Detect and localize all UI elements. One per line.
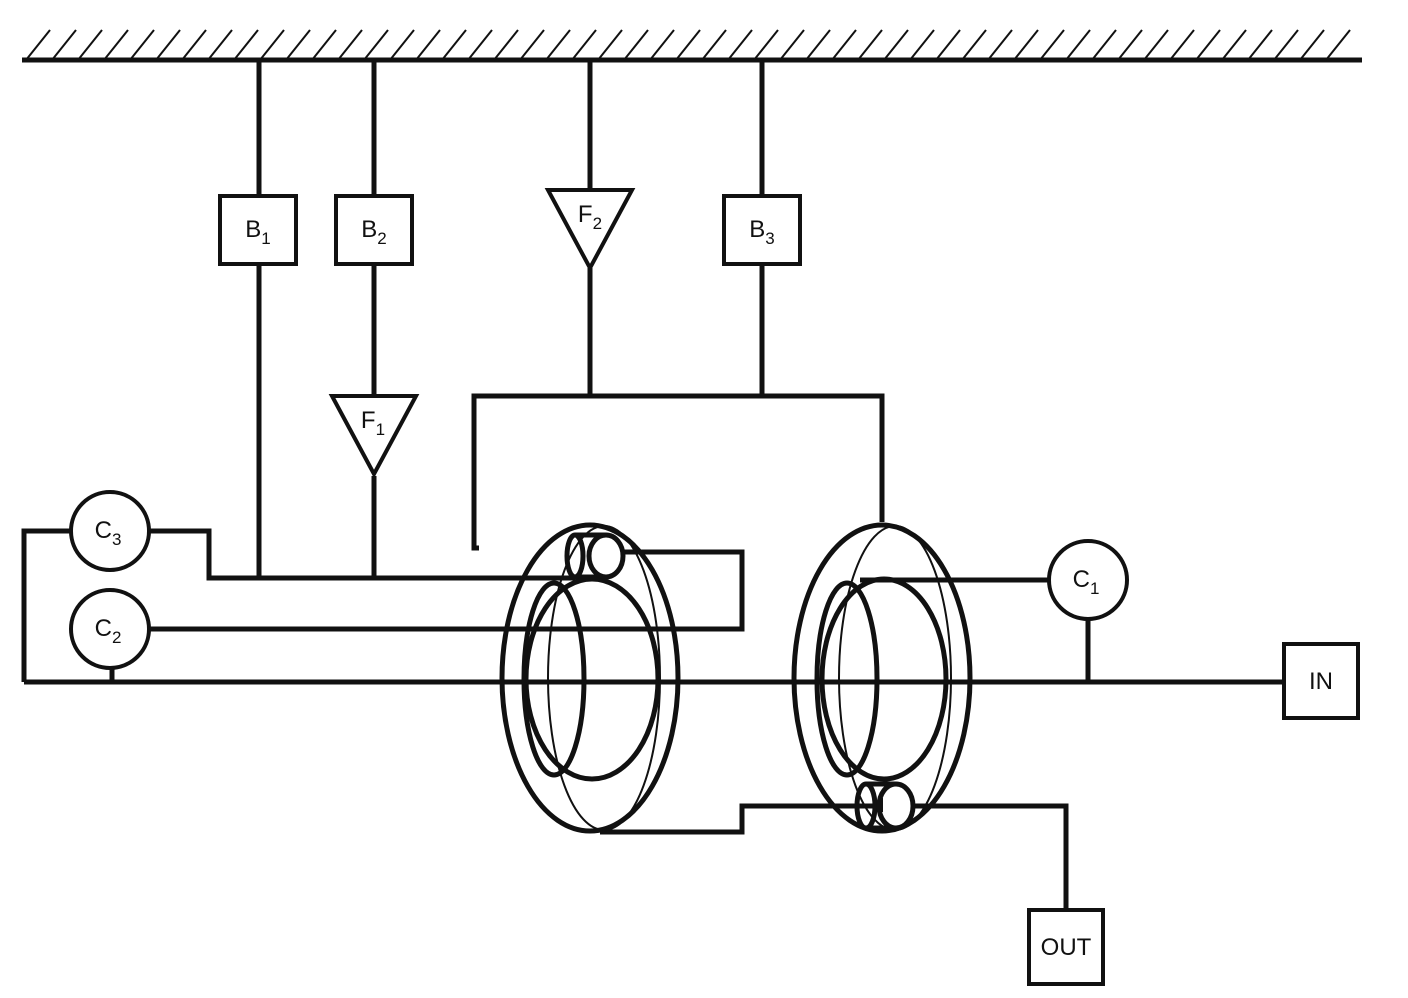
one-way-clutch-f1: F1: [328, 394, 420, 479]
planetary-gearset-front: [499, 522, 681, 834]
hatch-line: [1299, 29, 1325, 61]
hatch-line: [1195, 29, 1221, 61]
svg-text:B1: B1: [245, 216, 270, 248]
hatch-line: [51, 29, 77, 61]
hatch-line: [337, 29, 363, 61]
hatch-line: [181, 29, 207, 61]
ground-links: [256, 60, 765, 578]
hatch-line: [1221, 29, 1247, 61]
hatch-line: [623, 29, 649, 61]
ground: [22, 29, 1362, 63]
brake-b3: B3: [722, 194, 802, 266]
hatch-line: [1013, 29, 1039, 61]
hatch-line: [441, 29, 467, 61]
hatch-line: [753, 29, 779, 61]
hatch-line: [675, 29, 701, 61]
hatch-line: [987, 29, 1013, 61]
hatch-line: [207, 29, 233, 61]
hatch-line: [883, 29, 909, 61]
input-box: IN: [1282, 642, 1360, 720]
hatch-line: [909, 29, 935, 61]
svg-text:F2: F2: [578, 201, 602, 233]
hatch-line: [649, 29, 675, 61]
hatch-line: [77, 29, 103, 61]
hatch-line: [961, 29, 987, 61]
hatch-line: [155, 29, 181, 61]
brake-b1: B1: [218, 194, 298, 266]
hatch-line: [1039, 29, 1065, 61]
clutch-c1: C1: [1047, 539, 1129, 621]
shaft-c2: [150, 549, 745, 632]
shaft-c3: [21, 528, 575, 682]
output-box: OUT: [1027, 908, 1105, 986]
hatch-line: [805, 29, 831, 61]
hatch-line: [571, 29, 597, 61]
hatch-line: [233, 29, 259, 61]
output-label: OUT: [1041, 934, 1092, 961]
hatch-line: [857, 29, 883, 61]
input-label: IN: [1309, 668, 1333, 695]
svg-text:C3: C3: [95, 517, 122, 549]
svg-text:B3: B3: [749, 216, 774, 248]
hatch-line: [1169, 29, 1195, 61]
hatch-line: [415, 29, 441, 61]
planetary-gearset-rear: [791, 522, 973, 834]
hatch-line: [831, 29, 857, 61]
planet-gear-front: [564, 532, 626, 580]
clutch-c2: C2: [69, 588, 151, 670]
hatch-line: [1091, 29, 1117, 61]
hatch-line: [1065, 29, 1091, 61]
clutch-c3: C3: [69, 490, 151, 572]
hatch-line: [1143, 29, 1169, 61]
carrier-frame: [471, 393, 885, 551]
hatch-line: [545, 29, 571, 61]
svg-text:B2: B2: [361, 216, 386, 248]
hatch-line: [129, 29, 155, 61]
hatch-line: [779, 29, 805, 61]
hatch-line: [597, 29, 623, 61]
svg-text:F1: F1: [361, 407, 385, 439]
hatch-line: [389, 29, 415, 61]
hatch-line: [519, 29, 545, 61]
one-way-clutch-f2: F2: [544, 188, 636, 273]
hatch-line: [493, 29, 519, 61]
hatch-line: [363, 29, 389, 61]
hatch-line: [285, 29, 311, 61]
hatch-line: [935, 29, 961, 61]
hatch-line: [1325, 29, 1351, 61]
hatch-line: [25, 29, 51, 61]
output-shaft: [600, 803, 1069, 910]
hatch-line: [1117, 29, 1143, 61]
hatch-line: [259, 29, 285, 61]
hatch-line: [311, 29, 337, 61]
svg-text:C2: C2: [95, 615, 122, 647]
hatch-line: [103, 29, 129, 61]
hatch-line: [1273, 29, 1299, 61]
hatch-line: [1247, 29, 1273, 61]
hatch-line: [467, 29, 493, 61]
hatch-line: [701, 29, 727, 61]
hatch-line: [727, 29, 753, 61]
svg-text:C1: C1: [1073, 566, 1100, 598]
planet-gear-rear: [854, 781, 916, 831]
brake-b2: B2: [334, 194, 414, 266]
